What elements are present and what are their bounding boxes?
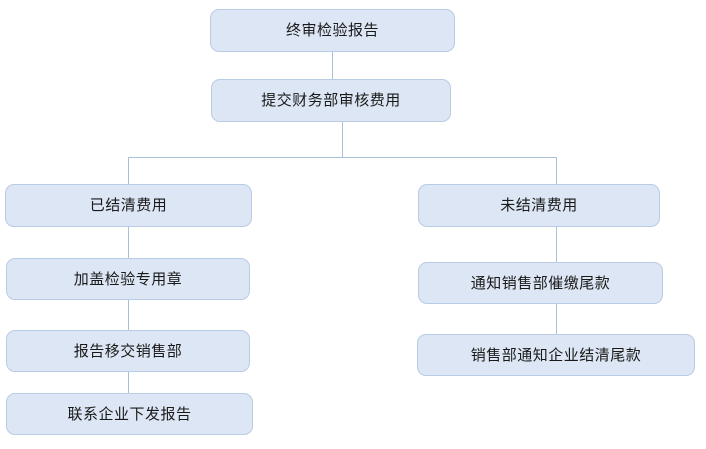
connector-branch-left-drop: [128, 157, 129, 184]
connector-n2-branch: [342, 122, 343, 158]
connector-branch-bar: [128, 157, 557, 158]
node-contact-enterprise-issue-report[interactable]: 联系企业下发报告: [6, 393, 253, 435]
node-submit-finance-review-fee[interactable]: 提交财务部审核费用: [211, 79, 451, 122]
node-transfer-report-to-sales[interactable]: 报告移交销售部: [6, 330, 250, 372]
connector-n8-n9: [556, 304, 557, 334]
connector-n4-n5: [128, 300, 129, 330]
node-label: 未结清费用: [500, 197, 578, 214]
node-label: 报告移交销售部: [73, 342, 183, 360]
node-fee-settled[interactable]: 已结清费用: [5, 184, 252, 227]
node-notify-sales-collect-balance[interactable]: 通知销售部催缴尾款: [418, 262, 663, 304]
node-label: 通知销售部催缴尾款: [470, 274, 611, 292]
connector-n3-n4: [128, 227, 129, 258]
connector-n5-n6: [128, 372, 129, 393]
node-label: 已结清费用: [89, 197, 168, 214]
node-label: 加盖检验专用章: [73, 270, 183, 288]
connector-branch-right-drop: [556, 157, 557, 184]
node-sales-notify-enterprise-settle[interactable]: 销售部通知企业结清尾款: [417, 334, 695, 376]
node-affix-inspection-seal[interactable]: 加盖检验专用章: [6, 258, 250, 300]
connector-n1-n2: [332, 52, 333, 79]
connector-n7-n8: [556, 227, 557, 262]
node-label: 销售部通知企业结清尾款: [470, 346, 642, 364]
node-final-inspection-report[interactable]: 终审检验报告: [210, 9, 455, 52]
node-fee-unsettled[interactable]: 未结清费用: [418, 184, 660, 227]
node-label: 联系企业下发报告: [67, 405, 192, 423]
node-label: 提交财务部审核费用: [261, 92, 401, 109]
node-label: 终审检验报告: [285, 22, 379, 39]
